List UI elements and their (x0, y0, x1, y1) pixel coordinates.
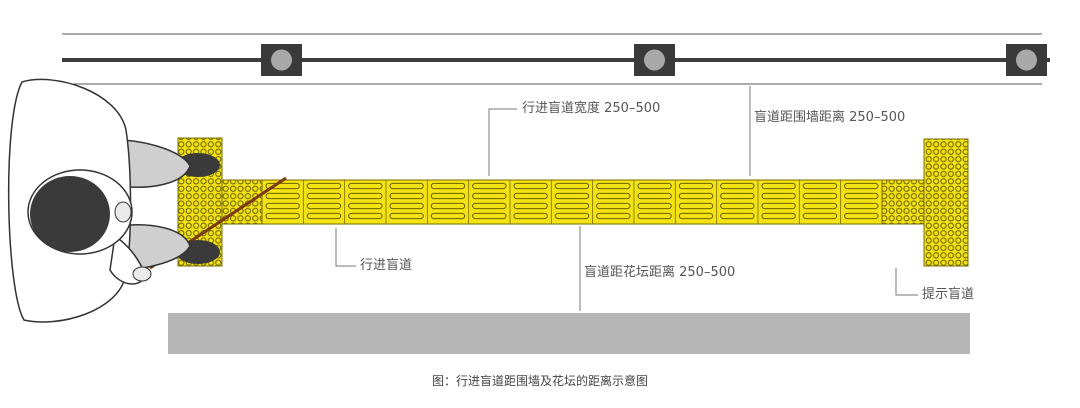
tactile-bar (348, 202, 383, 210)
tactile-bar (348, 192, 383, 200)
tactile-bar (348, 182, 383, 190)
tactile-bar (678, 212, 714, 220)
tactile-bar (637, 192, 672, 200)
wall-post-icon (634, 44, 675, 76)
tactile-bar (761, 192, 796, 200)
boundary-wall (62, 33, 1050, 85)
tactile-bar (472, 192, 507, 200)
tactile-bar (472, 212, 507, 220)
tactile-bar (389, 212, 424, 220)
tactile-bar (802, 192, 838, 200)
tactile-bar (389, 192, 424, 200)
tactile-bar (720, 212, 755, 220)
tactile-bar (430, 202, 466, 210)
tactile-bar (761, 202, 796, 210)
tactile-bar (430, 192, 466, 200)
tactile-bar (306, 202, 342, 210)
tactile-bar (802, 212, 838, 220)
tactile-bar (430, 182, 466, 190)
tactile-bar (844, 192, 879, 200)
warning-tactile-right (923, 138, 969, 267)
tactile-bar (265, 182, 300, 190)
planter-bed (168, 313, 970, 354)
tactile-bar (430, 212, 466, 220)
tactile-bar (596, 192, 631, 200)
tactile-bar (265, 192, 300, 200)
tactile-bar (802, 182, 838, 190)
wall-post-icon (261, 44, 302, 76)
label-walk-path: 行进盲道 (360, 258, 413, 273)
tactile-bar (265, 202, 300, 210)
tactile-bar (596, 212, 631, 220)
tactile-bar (389, 202, 424, 210)
warning-tactile-right-join (881, 179, 925, 225)
figure-caption: 图：行进盲道距围墙及花坛的距离示意图 (431, 374, 648, 388)
tactile-bar (637, 182, 672, 190)
leader-lines (335, 86, 918, 311)
tactile-bar (720, 182, 755, 190)
tactile-bar (472, 182, 507, 190)
person-with-cane-icon (7, 78, 287, 323)
tactile-bar (513, 202, 548, 210)
tactile-bar (513, 192, 548, 200)
tactile-bar (554, 212, 590, 220)
tactile-bar (348, 212, 383, 220)
tactile-bar (637, 212, 672, 220)
tactile-bar (844, 182, 879, 190)
tactile-bar (554, 202, 590, 210)
label-planter-distance: 盲道距花坛距离 250–500 (584, 265, 736, 280)
tactile-bar (678, 192, 714, 200)
wall-post-icon (1006, 44, 1047, 76)
tactile-bar (844, 212, 879, 220)
tactile-bar (761, 212, 796, 220)
tactile-bar (761, 182, 796, 190)
label-walk-width: 行进盲道宽度 250–500 (522, 101, 661, 116)
tactile-bar (720, 192, 755, 200)
tactile-bar (472, 202, 507, 210)
tactile-bar (596, 182, 631, 190)
tactile-bar (678, 182, 714, 190)
tactile-bar (513, 182, 548, 190)
directional-tactile-strip (261, 179, 883, 225)
tactile-bar (265, 212, 300, 220)
tactile-bar (678, 202, 714, 210)
label-wall-distance: 盲道距围墙距离 250–500 (754, 110, 906, 125)
tactile-bar (720, 202, 755, 210)
tactile-bar (513, 212, 548, 220)
tactile-bar (554, 192, 590, 200)
tactile-bar (637, 202, 672, 210)
tactile-bar (554, 182, 590, 190)
tactile-bar (306, 192, 342, 200)
tactile-bar (802, 202, 838, 210)
tactile-bar (596, 202, 631, 210)
tactile-bar (844, 202, 879, 210)
tactile-bar (306, 212, 342, 220)
tactile-bar (389, 182, 424, 190)
warning-tactile-left-join (221, 179, 263, 225)
label-warning-path: 提示盲道 (922, 287, 975, 302)
tactile-bar (306, 182, 342, 190)
